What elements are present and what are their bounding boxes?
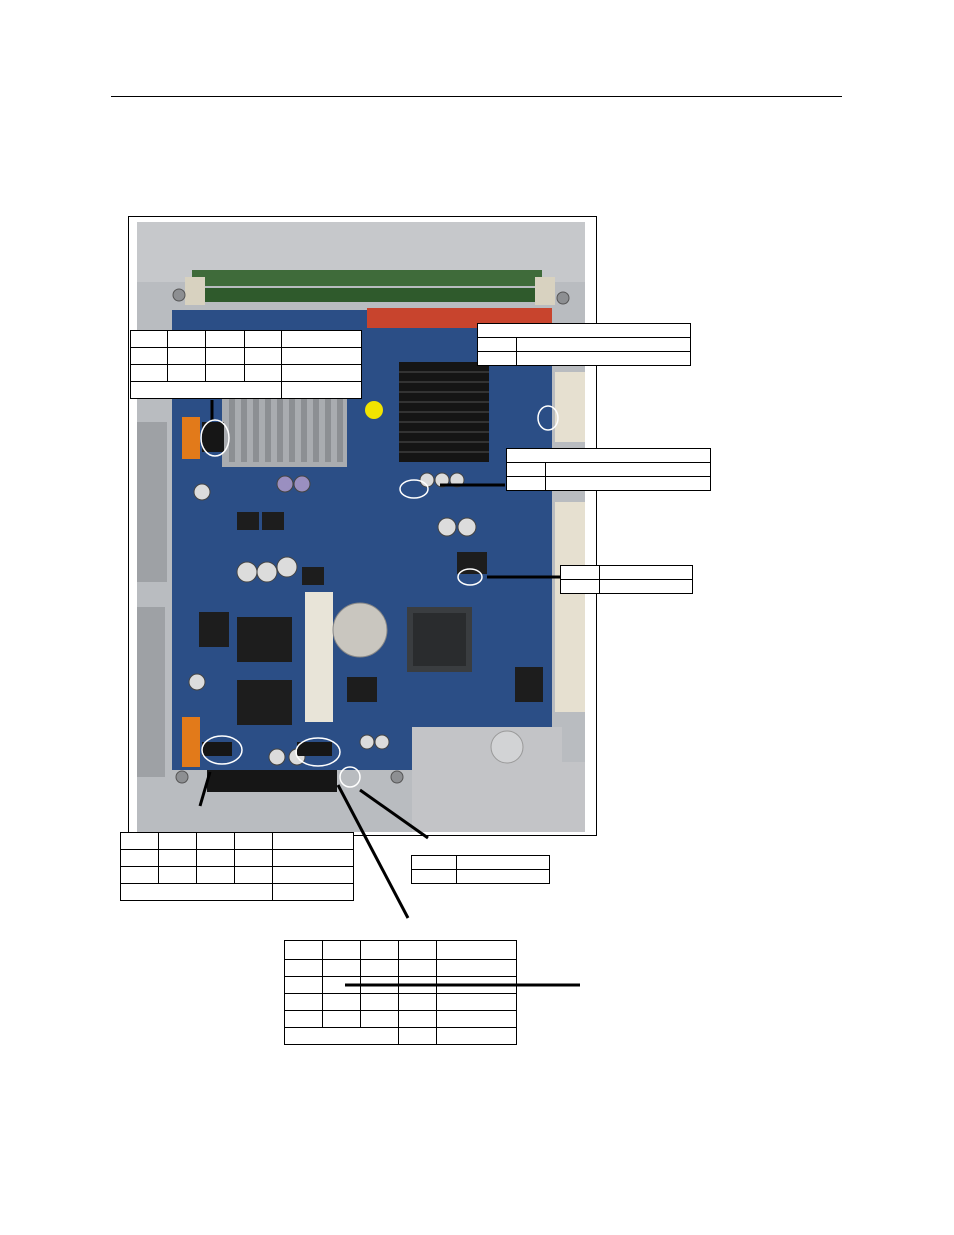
- ram-latch-right: [535, 277, 555, 305]
- chip: [199, 612, 229, 647]
- drive-bracket: [137, 422, 167, 582]
- screw: [175, 770, 189, 784]
- pin-header: [202, 422, 224, 452]
- pin-header: [297, 742, 332, 756]
- sata-connector-bottom: [182, 717, 200, 767]
- drive-bracket: [137, 607, 165, 777]
- cmos-battery: [332, 602, 388, 658]
- table-bottom-left: [120, 832, 354, 901]
- motherboard-illustration: [137, 222, 585, 832]
- screw: [556, 291, 570, 305]
- ram-latch-left: [185, 277, 205, 305]
- ram-module-1: [192, 270, 542, 286]
- cf-socket: [305, 592, 333, 722]
- memory-chip-1: [237, 617, 292, 662]
- pin-header: [202, 742, 232, 756]
- memory-chip-2: [237, 680, 292, 725]
- motherboard-photo: [137, 222, 585, 832]
- figure-frame: [128, 216, 597, 836]
- yellow-mark: [365, 401, 383, 419]
- inductor: [302, 567, 324, 585]
- table-bottom-center: [284, 940, 517, 1045]
- plate-hole: [490, 730, 524, 764]
- table-top-right: [477, 323, 691, 366]
- edge-connector: [555, 372, 585, 442]
- ide-connector: [207, 770, 337, 792]
- inductor: [457, 552, 487, 574]
- screw: [172, 288, 186, 302]
- sata-connector-top: [182, 417, 200, 459]
- ram-module-2: [192, 288, 542, 302]
- inductor: [237, 512, 259, 530]
- edge-connector: [555, 502, 585, 712]
- chip: [515, 667, 543, 702]
- screw: [390, 770, 404, 784]
- chip: [347, 677, 377, 702]
- table-mid-right: [506, 448, 711, 491]
- table-small-right: [560, 565, 693, 594]
- table-top-left: [130, 330, 362, 399]
- inductor: [262, 512, 284, 530]
- table-bottom-mid: [411, 855, 550, 884]
- metal-plate: [412, 727, 585, 832]
- header-rule: [111, 96, 842, 97]
